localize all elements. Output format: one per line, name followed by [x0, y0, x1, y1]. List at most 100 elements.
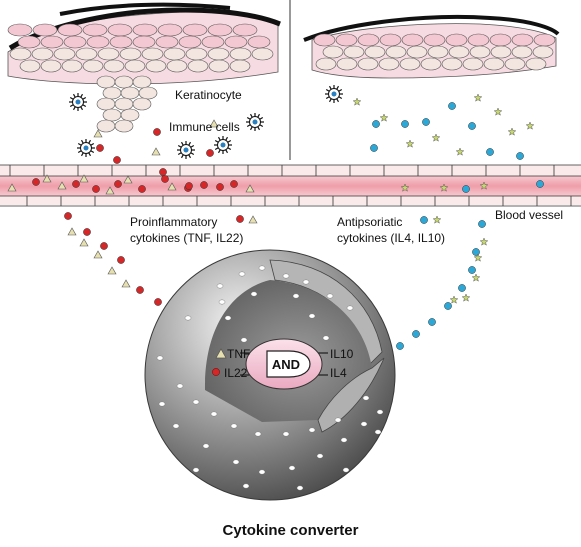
proinflammatory-label-line1: Proinflammatory	[130, 215, 218, 229]
keratinocyte-cell	[97, 47, 120, 61]
sphere-pore	[158, 401, 166, 407]
keratinocyte-cell	[448, 45, 470, 59]
il10-molecule	[370, 144, 378, 152]
sphere-pore	[156, 355, 164, 361]
keratinocyte-cell	[61, 59, 83, 73]
keratinocyte-cell	[157, 23, 183, 37]
keratinocyte-cell	[441, 57, 463, 71]
keratinocyte-cell	[32, 23, 58, 37]
il22-molecule	[136, 286, 144, 294]
il22-molecule	[206, 149, 214, 157]
sphere-pore	[308, 313, 316, 319]
keratinocyte-cell	[96, 97, 116, 111]
il22-molecule	[216, 183, 224, 191]
sphere-pore	[242, 483, 250, 489]
sphere-pore	[282, 431, 290, 437]
il22-molecule	[236, 215, 244, 223]
tnf-molecule	[209, 119, 219, 128]
sphere-pore	[316, 453, 324, 459]
sphere-pore	[192, 467, 200, 473]
keratinocyte-cell	[53, 47, 76, 61]
blood-vessel-wall	[0, 164, 581, 207]
keratinocyte-cell	[406, 45, 428, 59]
il4-molecule	[473, 93, 483, 102]
il10-molecule	[401, 120, 409, 128]
il4-molecule	[431, 133, 441, 142]
il22-molecule	[83, 228, 91, 236]
keratinocyte-cell	[185, 47, 208, 61]
keratinocyte-cell	[63, 35, 87, 49]
keratinocyte-cell	[525, 57, 547, 71]
il10-molecule	[472, 248, 480, 256]
il4-molecule	[461, 293, 471, 302]
keratinocyte-cell	[224, 35, 248, 49]
left-keratinocyte-cells	[7, 23, 274, 73]
tnf-molecule	[121, 279, 131, 288]
immune-cell	[325, 85, 343, 103]
sphere-pores	[156, 265, 384, 491]
sphere-pore	[218, 299, 226, 305]
sphere-pore	[326, 293, 334, 299]
keratinocyte-cell	[511, 45, 533, 59]
il22-molecule	[230, 180, 238, 188]
sphere-pore	[176, 383, 184, 389]
keratinocyte-cell	[532, 45, 554, 59]
keratinocyte-cell	[141, 47, 164, 61]
il4-molecule	[471, 273, 481, 282]
il4-molecule	[479, 181, 489, 190]
sphere-pore	[376, 409, 384, 415]
keratinocyte-cell	[107, 23, 133, 37]
sphere-pore	[258, 265, 266, 271]
il22-molecule	[138, 185, 146, 193]
il4-molecule	[493, 107, 503, 116]
keratinocyte-cell	[132, 23, 158, 37]
il4-molecule	[473, 253, 483, 262]
sphere-pore	[292, 293, 300, 299]
keratinocyte-cell	[102, 86, 122, 100]
keratinocyte-cell	[357, 57, 379, 71]
il10-label: IL10	[330, 347, 354, 361]
tnf-molecule	[57, 181, 67, 190]
immune-cell	[246, 113, 264, 131]
keratinocyte-cell	[420, 57, 442, 71]
il22-molecule	[117, 256, 125, 264]
keratinocyte-cell	[82, 23, 108, 37]
keratinocyte-cell	[208, 59, 230, 73]
il4-molecule	[479, 237, 489, 246]
keratinocyte-cell	[19, 59, 41, 73]
keratinocyte-cell	[385, 45, 407, 59]
keratinocyte-cell	[114, 75, 134, 89]
tnf-molecule	[167, 182, 177, 191]
keratinocyte-cell	[82, 59, 104, 73]
keratinocyte-cell	[120, 86, 140, 100]
il10-molecule	[468, 266, 476, 274]
tnf-molecule	[42, 174, 52, 183]
keratinocyte-cell	[247, 35, 271, 49]
il10-molecule	[422, 118, 430, 126]
sphere-pore	[308, 427, 316, 433]
tnf-molecule	[93, 129, 103, 138]
tnf-molecule	[123, 175, 133, 184]
keratinocyte-cell	[57, 23, 83, 37]
keratinocyte-cell	[132, 75, 152, 89]
il22-molecule	[200, 181, 208, 189]
keratinocyte-cell	[469, 45, 491, 59]
keratinocyte-cell	[364, 45, 386, 59]
keratinocyte-cell	[124, 59, 146, 73]
il4-molecule	[449, 295, 459, 304]
il22-molecule	[113, 156, 121, 164]
il22-molecule	[114, 180, 122, 188]
keratinocyte-cell	[490, 45, 512, 59]
il4-label: IL4	[330, 366, 347, 380]
keratinocyte-label: Keratinocyte	[175, 88, 242, 102]
keratinocyte-cell	[399, 57, 421, 71]
il4-molecule	[455, 147, 465, 156]
sphere-pore	[282, 273, 290, 279]
il22-label: IL22	[224, 366, 248, 380]
keratinocyte-cell	[9, 47, 32, 61]
il22-molecule	[96, 144, 104, 152]
keratinocyte-cell	[17, 35, 41, 49]
tnf-molecule	[79, 174, 89, 183]
keratinocyte-cell	[7, 23, 33, 37]
keratinocyte-cell	[427, 45, 449, 59]
